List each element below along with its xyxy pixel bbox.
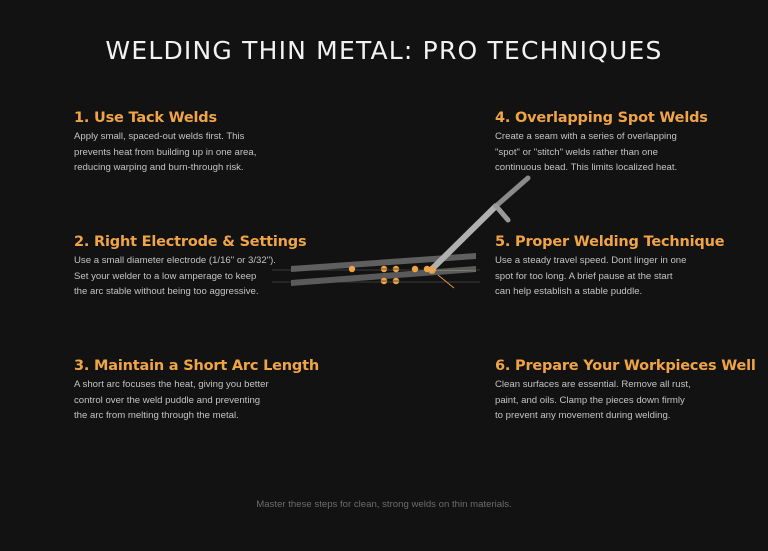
step-line: to prevent any movement during welding. (495, 410, 671, 422)
step-overlapping-spot-welds: 4. Overlapping Spot Welds Create a seam … (495, 110, 735, 176)
step-line: the arc from melting through the metal. (74, 410, 239, 422)
step-line: "spot" or "stitch" welds rather than one (495, 146, 658, 158)
step-line: Set your welder to a low amperage to kee… (74, 270, 257, 282)
electrode-holder-icon (428, 175, 531, 273)
step-prepare-workpieces: 6. Prepare Your Workpieces Well Clean su… (495, 358, 756, 424)
step-heading: 4. Overlapping Spot Welds (495, 110, 708, 126)
step-description: A short arc focuses the heat, giving you… (74, 377, 314, 424)
step-line: the arc stable without being too aggress… (74, 286, 259, 298)
step-line: continuous bead. This limits localized h… (495, 162, 678, 174)
step-heading: 2. Right Electrode & Settings (74, 234, 307, 250)
step-line: reducing warping and burn-through risk. (74, 162, 244, 174)
step-short-arc: 3. Maintain a Short Arc Length A short a… (74, 358, 319, 424)
step-welding-technique: 5. Proper Welding Technique Use a steady… (495, 234, 735, 300)
step-description: Apply small, spaced-out welds first. Thi… (74, 129, 314, 176)
step-line: Clean surfaces are essential. Remove all… (495, 379, 691, 390)
step-line: A short arc focuses the heat, giving you… (74, 379, 269, 390)
page-title: WELDING THIN METAL: PRO TECHNIQUES (105, 36, 663, 65)
step-description: Clean surfaces are essential. Remove all… (495, 377, 735, 424)
step-line: Use a small diameter electrode (1/16" or… (74, 255, 276, 266)
step-line: Use a steady travel speed. Dont linger i… (495, 255, 687, 266)
step-tack-welds: 1. Use Tack Welds Apply small, spaced-ou… (74, 110, 314, 176)
step-line: paint, and oils. Clamp the pieces down f… (495, 394, 685, 406)
step-line: Create a seam with a series of overlappi… (495, 131, 677, 142)
step-heading: 3. Maintain a Short Arc Length (74, 358, 319, 374)
footer-caption: Master these steps for clean, strong wel… (256, 499, 512, 510)
step-line: prevents heat from building up in one ar… (74, 146, 257, 158)
step-description: Create a seam with a series of overlappi… (495, 129, 735, 176)
step-line: control over the weld puddle and prevent… (74, 394, 261, 406)
step-description: Use a steady travel speed. Dont linger i… (495, 253, 735, 300)
step-line: Apply small, spaced-out welds first. Thi… (74, 131, 245, 142)
step-line: can help establish a stable puddle. (495, 286, 643, 298)
step-line: spot for too long. A brief pause at the … (495, 270, 673, 282)
step-electrode-settings: 2. Right Electrode & Settings Use a smal… (74, 234, 314, 300)
step-heading: 5. Proper Welding Technique (495, 234, 725, 250)
step-heading: 1. Use Tack Welds (74, 110, 217, 126)
step-description: Use a small diameter electrode (1/16" or… (74, 253, 314, 300)
tack-weld-dots (348, 265, 431, 285)
step-heading: 6. Prepare Your Workpieces Well (495, 358, 756, 374)
arc-spark-icon (428, 266, 477, 289)
